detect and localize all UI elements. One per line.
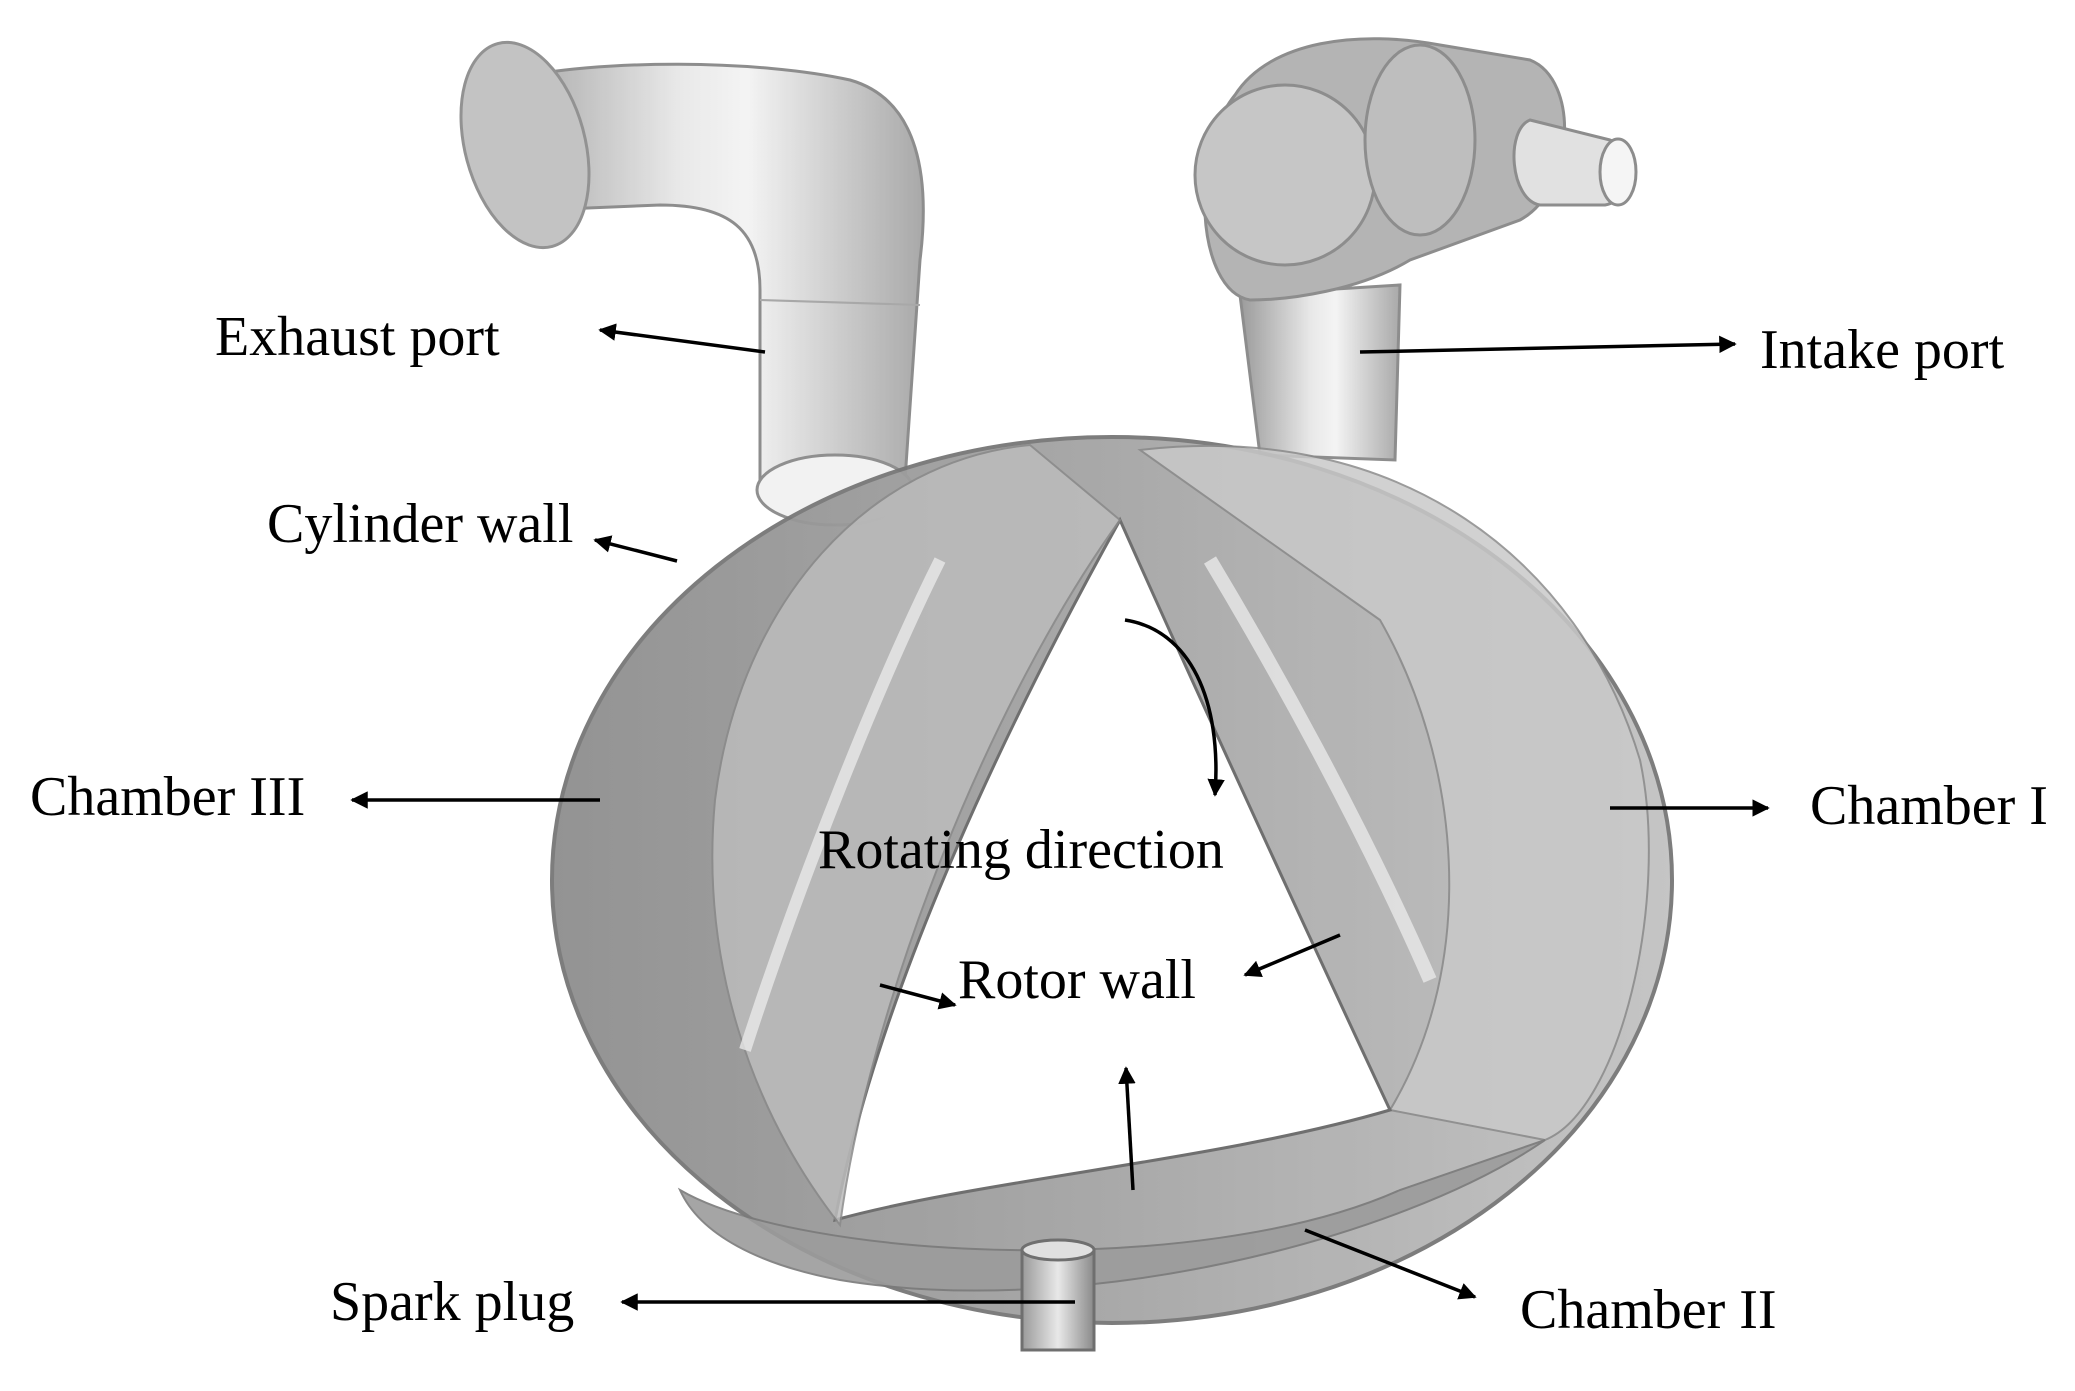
rotor-wall-arrow-bottom [1118, 1066, 1136, 1191]
engine-model [459, 37, 1674, 1352]
intake-port-pipe [1193, 37, 1638, 462]
exhaust-port-label: Exhaust port [215, 306, 500, 368]
rotor-wall-label: Rotor wall [958, 949, 1196, 1011]
rotating-direction-arrow [1124, 618, 1225, 797]
spark-plug-label: Spark plug [330, 1271, 574, 1333]
intake-port-label: Intake port [1760, 319, 2005, 381]
rotor-wall-arrow-right [1243, 933, 1341, 977]
intake-port-arrow [1359, 335, 1737, 354]
chamber-two-arrow [1304, 1228, 1477, 1300]
rotor-housing [550, 435, 1674, 1325]
exhaust-port-arrow [598, 323, 766, 354]
rotating-direction-label: Rotating direction [818, 819, 1224, 881]
chamber-two-label: Chamber II [1520, 1279, 1777, 1341]
annotation-arrows [350, 323, 1770, 1311]
chamber-three-label: Chamber III [30, 766, 305, 828]
exhaust-port-pipe [459, 40, 925, 527]
rotor-wall-arrow-left [879, 983, 957, 1010]
labels: Exhaust port Intake port Cylinder wall C… [30, 306, 2048, 1341]
cylinder-wall-arrow [593, 535, 678, 563]
chamber-one-label: Chamber I [1810, 775, 2048, 837]
cylinder-wall-label: Cylinder wall [267, 493, 573, 555]
spark-plug-part [1020, 1238, 1096, 1352]
